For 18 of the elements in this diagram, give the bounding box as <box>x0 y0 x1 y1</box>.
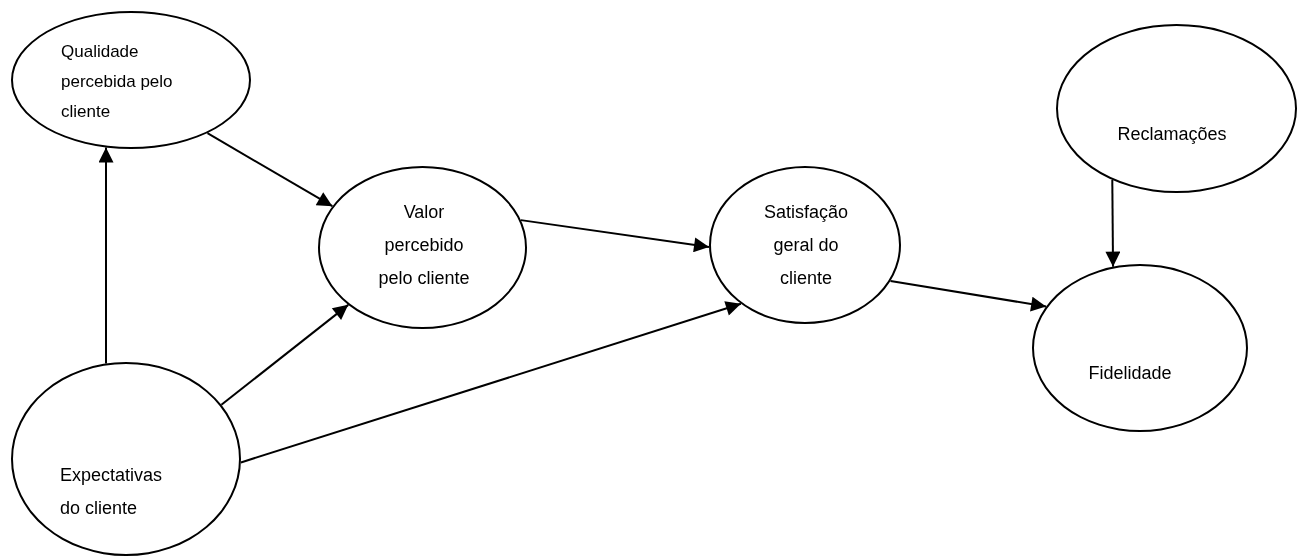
arrow <box>206 132 334 208</box>
arrow <box>98 146 114 365</box>
node-label: Valor percebido pelo cliente <box>377 201 471 290</box>
node-label: Fidelidade <box>1087 362 1173 385</box>
arrow <box>519 219 711 253</box>
ellipse-node <box>709 166 901 324</box>
ellipse-node <box>318 166 527 329</box>
arrow <box>889 279 1048 312</box>
ellipse-node <box>11 362 241 556</box>
ellipse-node <box>1056 24 1297 193</box>
arrow <box>1105 179 1121 268</box>
arrow <box>220 303 350 406</box>
ellipse-node <box>1032 264 1248 432</box>
ellipse-node <box>11 11 251 149</box>
node-label: Satisfação geral do cliente <box>762 201 850 290</box>
node-label: Expectativas do cliente <box>60 464 164 520</box>
node-label: Qualidade percebida pelo cliente <box>61 41 174 123</box>
node-label: Reclamações <box>1116 123 1228 146</box>
